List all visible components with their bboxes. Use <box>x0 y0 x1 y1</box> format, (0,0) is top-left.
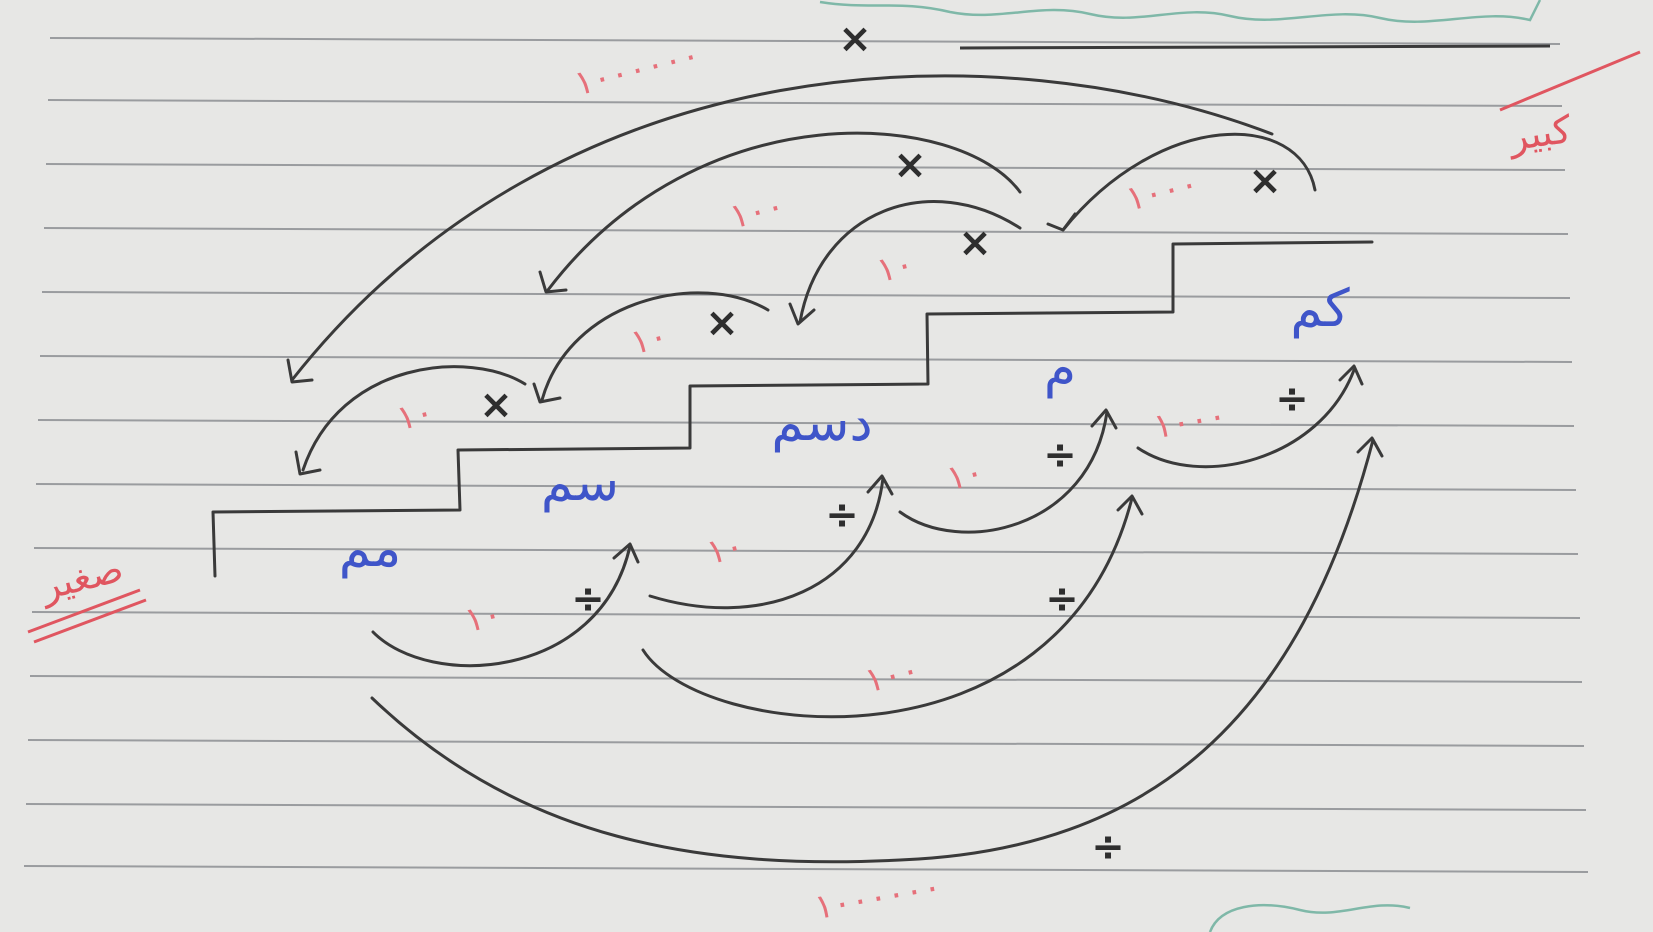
ruled-lines <box>23 37 1589 873</box>
bottom-doodle <box>1208 904 1411 932</box>
multiply-arrows <box>286 74 1317 476</box>
factor-cm-to-m: ١٠٠ <box>861 649 924 701</box>
divide-cm-to-m-icon: ÷ <box>1045 576 1079 622</box>
factor-km-to-m: ١٠٠٠ <box>1122 163 1203 219</box>
multiply-m-to-cm-icon: × <box>893 142 927 188</box>
top-underline <box>959 44 1551 50</box>
divide-m-to-km-icon: ÷ <box>1275 376 1309 422</box>
factor-m-to-cm: ١٠٠ <box>726 185 789 237</box>
label-big: كبير <box>1504 107 1575 161</box>
factor-dm-to-cm: ١٠ <box>627 316 672 364</box>
multiply-km-to-mm-icon: × <box>838 16 872 62</box>
multiply-dm-to-cm-icon: × <box>705 300 739 346</box>
unit-mm: مم <box>339 519 401 579</box>
divide-mm-to-cm-icon: ÷ <box>571 576 605 622</box>
unit-dm: دسم <box>771 393 872 453</box>
factor-cm-to-dm: ١٠ <box>703 526 748 574</box>
multiply-km-to-m-icon: × <box>1248 158 1282 204</box>
divide-dm-to-m-icon: ÷ <box>1043 432 1077 478</box>
factor-m-to-dm: ١٠ <box>873 244 918 292</box>
multiply-m-to-dm-icon: × <box>958 220 992 266</box>
small-underline-1 <box>27 588 141 634</box>
unit-m: م <box>1044 339 1076 399</box>
unit-km: كم <box>1290 279 1350 339</box>
factor-km-to-mm: ١٠٠٠٠٠٠ <box>570 34 704 104</box>
factor-m-to-km: ١٠٠٠ <box>1151 395 1230 447</box>
divide-arrows <box>370 364 1384 864</box>
small-underline-2 <box>33 598 147 644</box>
divide-cm-to-dm-icon: ÷ <box>825 492 859 538</box>
factor-mm-to-cm: ١٠ <box>461 594 506 642</box>
divide-mm-to-km-icon: ÷ <box>1091 824 1125 870</box>
factor-dm-to-m: ١٠ <box>943 452 988 500</box>
top-doodle <box>819 0 1542 23</box>
factor-cm-to-mm: ١٠ <box>393 392 438 440</box>
staircase <box>211 240 1374 578</box>
multiply-cm-to-mm-icon: × <box>479 382 513 428</box>
factor-mm-to-km: ١٠٠٠٠٠٠ <box>812 866 945 928</box>
unit-cm: سم <box>541 453 619 513</box>
big-underline <box>1499 50 1641 112</box>
